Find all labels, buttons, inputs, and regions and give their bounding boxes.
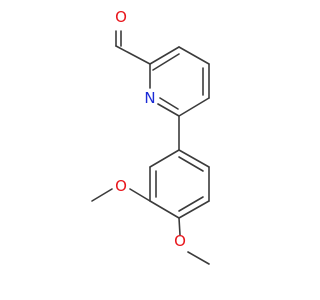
- bonds-layer: [91, 30, 210, 265]
- benzene-bond-6: [178, 149, 210, 168]
- pyridine-bond-5: [157, 103, 180, 117]
- pyridine-bond-4: [178, 97, 210, 117]
- pyridine-bond-5-inner: [159, 97, 179, 110]
- benzene-bond-4-inner: [178, 196, 204, 212]
- methoxy-lower-ch3-bond: [187, 251, 210, 265]
- pyridine-bond-1-inner: [152, 53, 180, 71]
- aldehyde-c-ring-bond: [115, 45, 151, 65]
- benzene-bond-1: [149, 149, 180, 168]
- methoxy-oxygen-lower-label: O: [174, 232, 186, 250]
- aldehyde-oxygen-label: O: [115, 8, 127, 26]
- methoxy-oxygen-upper-label: O: [115, 177, 127, 195]
- methoxy-upper-ch3-bond: [91, 188, 113, 202]
- structure-canvas: O N O O: [91, 8, 210, 265]
- benzene-bond-4: [178, 200, 210, 219]
- methoxy-upper-o-bond: [129, 188, 151, 202]
- ring-nitrogen-label: N: [144, 89, 155, 107]
- pyridine-bond-1: [149, 46, 180, 65]
- methoxy-lower-o-bond: [178, 217, 181, 236]
- pyridine-bond-2: [178, 46, 210, 65]
- benzene-bond-6-inner: [178, 156, 204, 172]
- molecule-drawing: O N O O: [91, 8, 210, 265]
- benzene-bond-3: [149, 200, 180, 219]
